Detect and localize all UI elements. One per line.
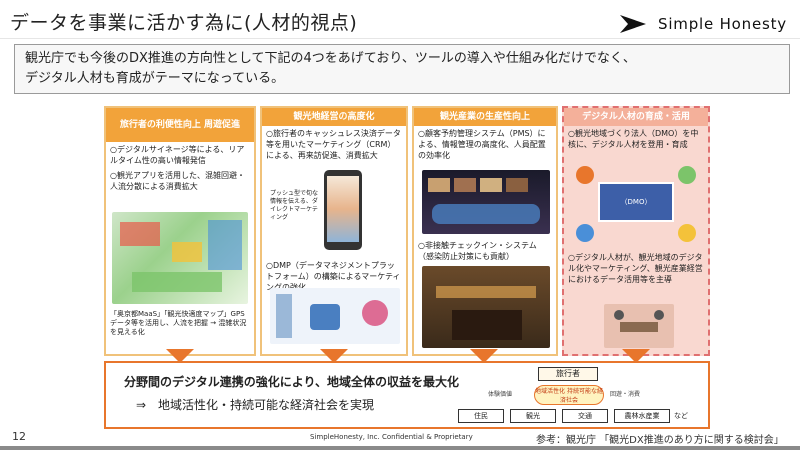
- arrow-down-icon: [470, 349, 498, 363]
- ecosystem-flow: 旅行者 地域活性化 持続可能な経済社会 体験価値 回遊・消費 住民 観光 交通 …: [458, 367, 698, 427]
- summary-sub: ⇒ 地域活性化・持続可能な経済社会を実現: [136, 398, 375, 412]
- panel-heading: 観光地経営の高度化: [262, 108, 406, 126]
- dmp-diagram-image: [270, 288, 400, 344]
- panel-text-2: ○デジタル人材が、観光地域のデジタル化やマーケティング、観光産業経営におけるデー…: [568, 253, 703, 284]
- flow-etc: など: [674, 412, 688, 420]
- pms-screens-image: [422, 170, 550, 234]
- company-logo: Simple Honesty: [616, 11, 787, 37]
- panel-heading: デジタル人材の育成・活用: [564, 108, 708, 126]
- panel-heading: 観光産業の生産性向上: [414, 108, 556, 126]
- panel-heading: 旅行者の利便性向上 周遊促進: [106, 108, 254, 142]
- flow-box-residents: 住民: [458, 409, 504, 423]
- summary-main: 分野間のデジタル連携の強化により、地域全体の収益を最大化: [124, 375, 460, 389]
- summary-box: 分野間のデジタル連携の強化により、地域全体の収益を最大化 ⇒ 地域活性化・持続可…: [104, 361, 710, 429]
- panel-text-1: ○旅行者のキャッシュレス決済データ等を用いたマーケティング（CRM）による、再来…: [266, 129, 401, 160]
- intro-line-2: デジタル人材も育成がテーマになっている。: [25, 71, 285, 86]
- footer-copyright: SimpleHonesty, Inc. Confidential & Propr…: [310, 433, 473, 441]
- intro-line-1: 観光庁でも今後のDX推進の方向性として下記の4つをあげており、ツールの導入や仕組…: [25, 51, 636, 66]
- footer-reference: 参考：観光庁 「観光DX推進のあり方に関する検討会」: [536, 435, 784, 446]
- panel-text-1: ○観光地域づくり法人（DMO）を中核に、デジタル人材を登用・育成: [568, 129, 699, 149]
- arrow-down-icon: [320, 349, 348, 363]
- title-divider: [0, 38, 800, 39]
- panel-digital-talent: デジタル人材の育成・活用 ○観光地域づくり法人（DMO）を中核に、デジタル人材を…: [562, 106, 710, 356]
- arrow-down-icon: [166, 349, 194, 363]
- panel-traveler-convenience: 旅行者の利便性向上 周遊促進 ○デジタルサイネージ等による、リアルタイム性の高い…: [104, 106, 256, 356]
- smartphone-image: [324, 170, 362, 250]
- panel-text-1: ○デジタルサイネージ等による、リアルタイム性の高い情報発信: [110, 145, 245, 165]
- dmo-center-box: （DMO）: [598, 182, 674, 222]
- dmo-hub-diagram: （DMO）: [574, 164, 698, 244]
- logo-mark-icon: [620, 15, 646, 33]
- title-bar: データを事業に活かす為に(人材的視点) Simple Honesty: [0, 0, 800, 44]
- panel-text-1: ○顧客予約管理システム（PMS）による、情報管理の高度化、人員配置の効率化: [418, 129, 546, 160]
- page-title: データを事業に活かす為に(人材的視点): [10, 12, 358, 34]
- intro-box: 観光庁でも今後のDX推進の方向性として下記の4つをあげており、ツールの導入や仕組…: [14, 44, 790, 94]
- flow-traveler: 旅行者: [538, 367, 598, 381]
- page-number: 12: [12, 430, 26, 443]
- arrow-down-icon: [622, 349, 650, 363]
- checkin-lobby-image: [422, 266, 550, 348]
- flow-box-transport: 交通: [562, 409, 608, 423]
- flow-left-label: 体験価値: [488, 391, 513, 398]
- panel-text-2: ○DMP（データマネジメントプラットフォーム）の構築によるマーケティングの強化: [266, 261, 401, 292]
- flow-right-label: 回遊・消費: [610, 391, 641, 398]
- panel-text-2: ○非接触チェックイン・システム（感染防止対策にも貢献）: [418, 241, 537, 261]
- flow-center: 地域活性化 持続可能な経済社会: [534, 385, 604, 405]
- flow-box-agriculture: 農林水産業: [614, 409, 670, 423]
- panel-productivity: 観光産業の生産性向上 ○顧客予約管理システム（PMS）による、情報管理の高度化、…: [412, 106, 558, 356]
- panel-text-2: ○観光アプリを活用した、混雑回避・人流分散による消費拡大: [110, 171, 245, 191]
- map-app-image: [112, 212, 248, 304]
- meeting-illustration: [604, 304, 674, 348]
- crm-callout: プッシュ型で旬な情報を伝える、ダイレクトマーケティング: [270, 190, 319, 221]
- dx-figure: 旅行者の利便性向上 周遊促進 ○デジタルサイネージ等による、リアルタイム性の高い…: [104, 106, 710, 429]
- panel-tourism-management: 観光地経営の高度化 ○旅行者のキャッシュレス決済データ等を用いたマーケティング（…: [260, 106, 408, 356]
- flow-box-tourism: 観光: [510, 409, 556, 423]
- panel-text-3: 「奥京都MaaS」「観光快適度マップ」GPSデータ等を活用し、人流を把握 → 混…: [110, 310, 247, 336]
- logo-text: Simple Honesty: [658, 15, 787, 33]
- footer-bar: [0, 446, 800, 450]
